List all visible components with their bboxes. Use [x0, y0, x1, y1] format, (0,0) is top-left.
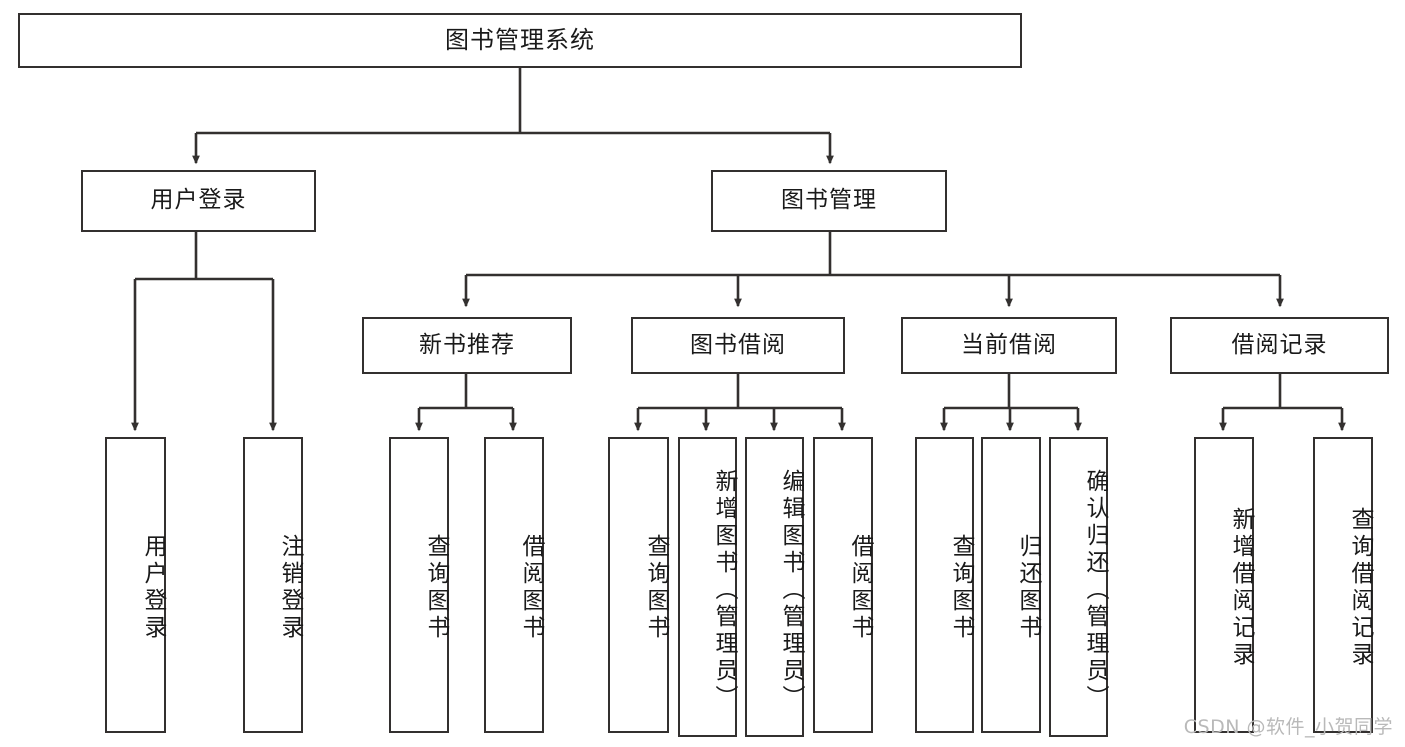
leaf-return-book[interactable]: 归还图书	[981, 437, 1041, 733]
leaf-query-book-newbook-label: 查询图书	[423, 534, 449, 642]
node-user-login-label: 用户登录	[150, 187, 247, 214]
leaf-user-login[interactable]: 用户登录	[105, 437, 166, 733]
node-book-management[interactable]: 图书管理	[711, 170, 947, 232]
leaf-user-login-label: 用户登录	[140, 534, 166, 642]
leaf-confirm-return-admin[interactable]: 确认归还（管理员）	[1049, 437, 1108, 737]
leaf-edit-book-admin-label: 编辑图书（管理员）	[778, 468, 804, 712]
node-current-borrow-label: 当前借阅	[961, 331, 1057, 358]
node-borrow-record[interactable]: 借阅记录	[1170, 317, 1389, 374]
leaf-add-borrow-record[interactable]: 新增借阅记录	[1194, 437, 1254, 733]
leaf-query-book-current[interactable]: 查询图书	[915, 437, 974, 733]
leaf-add-borrow-record-label: 新增借阅记录	[1228, 507, 1254, 669]
node-user-login[interactable]: 用户登录	[81, 170, 316, 232]
node-book-management-label: 图书管理	[781, 187, 877, 214]
leaf-query-borrow-record-label: 查询借阅记录	[1347, 507, 1373, 669]
leaf-logout-login-label: 注销登录	[277, 534, 303, 642]
leaf-confirm-return-admin-label: 确认归还（管理员）	[1082, 468, 1108, 712]
leaf-return-book-label: 归还图书	[1015, 534, 1041, 642]
node-root[interactable]: 图书管理系统	[18, 13, 1022, 68]
leaf-borrow-book-borrow[interactable]: 借阅图书	[813, 437, 873, 733]
node-book-borrow[interactable]: 图书借阅	[631, 317, 845, 374]
leaf-query-book-current-label: 查询图书	[948, 534, 974, 642]
leaf-query-book-newbook[interactable]: 查询图书	[389, 437, 449, 733]
leaf-borrow-book-borrow-label: 借阅图书	[847, 534, 873, 642]
leaf-logout-login[interactable]: 注销登录	[243, 437, 303, 733]
node-new-book-recommend[interactable]: 新书推荐	[362, 317, 572, 374]
leaf-borrow-book-newbook[interactable]: 借阅图书	[484, 437, 544, 733]
leaf-add-book-admin[interactable]: 新增图书（管理员）	[678, 437, 737, 737]
leaf-query-borrow-record[interactable]: 查询借阅记录	[1313, 437, 1373, 733]
leaf-borrow-book-newbook-label: 借阅图书	[518, 534, 544, 642]
leaf-add-book-admin-label: 新增图书（管理员）	[711, 468, 737, 712]
node-root-label: 图书管理系统	[445, 26, 595, 55]
node-borrow-record-label: 借阅记录	[1231, 331, 1328, 358]
node-current-borrow[interactable]: 当前借阅	[901, 317, 1117, 374]
leaf-edit-book-admin[interactable]: 编辑图书（管理员）	[745, 437, 804, 737]
leaf-query-book-borrow[interactable]: 查询图书	[608, 437, 669, 733]
leaf-query-book-borrow-label: 查询图书	[643, 534, 669, 642]
node-book-borrow-label: 图书借阅	[690, 331, 786, 358]
node-new-book-recommend-label: 新书推荐	[419, 331, 515, 358]
